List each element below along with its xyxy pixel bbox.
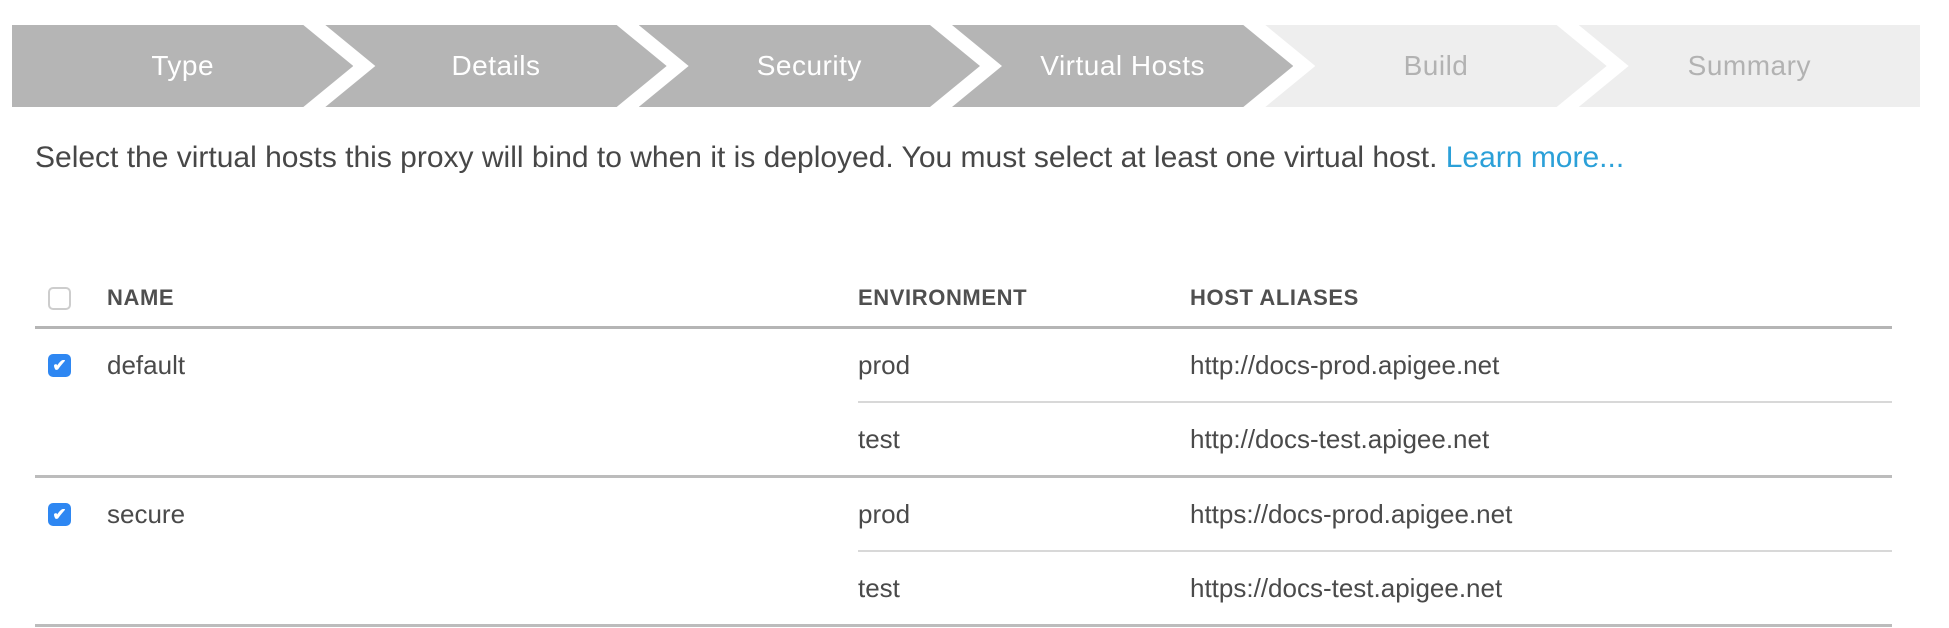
column-header-environment: ENVIRONMENT: [858, 285, 1028, 310]
row-divider: [858, 550, 1892, 552]
vhost-name: default: [107, 349, 186, 380]
virtual-hosts-table: NAME ENVIRONMENT HOST ALIASES ✔ default …: [35, 267, 1892, 627]
table-row: ✔ secure prod https://docs-prod.apigee.n…: [35, 478, 1892, 627]
description-text: Select the virtual hosts this proxy will…: [35, 141, 1446, 174]
host-alias-cell: https://docs-test.apigee.net: [1190, 572, 1503, 603]
row-checkbox[interactable]: ✔: [48, 353, 71, 377]
environment-cell: prod: [858, 349, 911, 380]
wizard-breadcrumb: Type Details Security Virtual Hosts Buil…: [12, 25, 1920, 107]
page-description: Select the virtual hosts this proxy will…: [35, 137, 1949, 179]
step-label: Details: [451, 50, 541, 81]
check-icon: ✔: [52, 355, 67, 375]
host-alias-cell: http://docs-test.apigee.net: [1190, 423, 1490, 454]
step-type[interactable]: Type: [12, 25, 353, 107]
step-label: Virtual Hosts: [1040, 50, 1205, 81]
environment-cell: prod: [858, 498, 911, 529]
step-label: Summary: [1687, 50, 1811, 81]
select-all-checkbox[interactable]: [48, 286, 71, 310]
step-summary[interactable]: Summary: [1578, 25, 1920, 107]
table-header-row: NAME ENVIRONMENT HOST ALIASES: [35, 267, 1892, 329]
environment-cell: test: [858, 423, 900, 454]
row-divider: [858, 401, 1892, 403]
row-checkbox[interactable]: ✔: [48, 502, 71, 526]
host-alias-cell: https://docs-prod.apigee.net: [1190, 498, 1513, 529]
column-header-host-aliases: HOST ALIASES: [1190, 285, 1359, 310]
step-virtual-hosts[interactable]: Virtual Hosts: [952, 25, 1293, 107]
check-icon: ✔: [52, 504, 67, 524]
host-alias-cell: http://docs-prod.apigee.net: [1190, 349, 1500, 380]
vhost-name: secure: [107, 498, 186, 529]
table-row: ✔ default prod http://docs-prod.apigee.n…: [35, 329, 1892, 478]
step-details[interactable]: Details: [325, 25, 666, 107]
step-label: Security: [756, 50, 862, 81]
column-header-name: NAME: [107, 285, 175, 310]
learn-more-link[interactable]: Learn more...: [1445, 141, 1625, 174]
step-label: Build: [1403, 50, 1469, 81]
step-label: Type: [151, 50, 215, 81]
step-security[interactable]: Security: [639, 25, 980, 107]
step-build[interactable]: Build: [1265, 25, 1606, 107]
environment-cell: test: [858, 572, 900, 603]
